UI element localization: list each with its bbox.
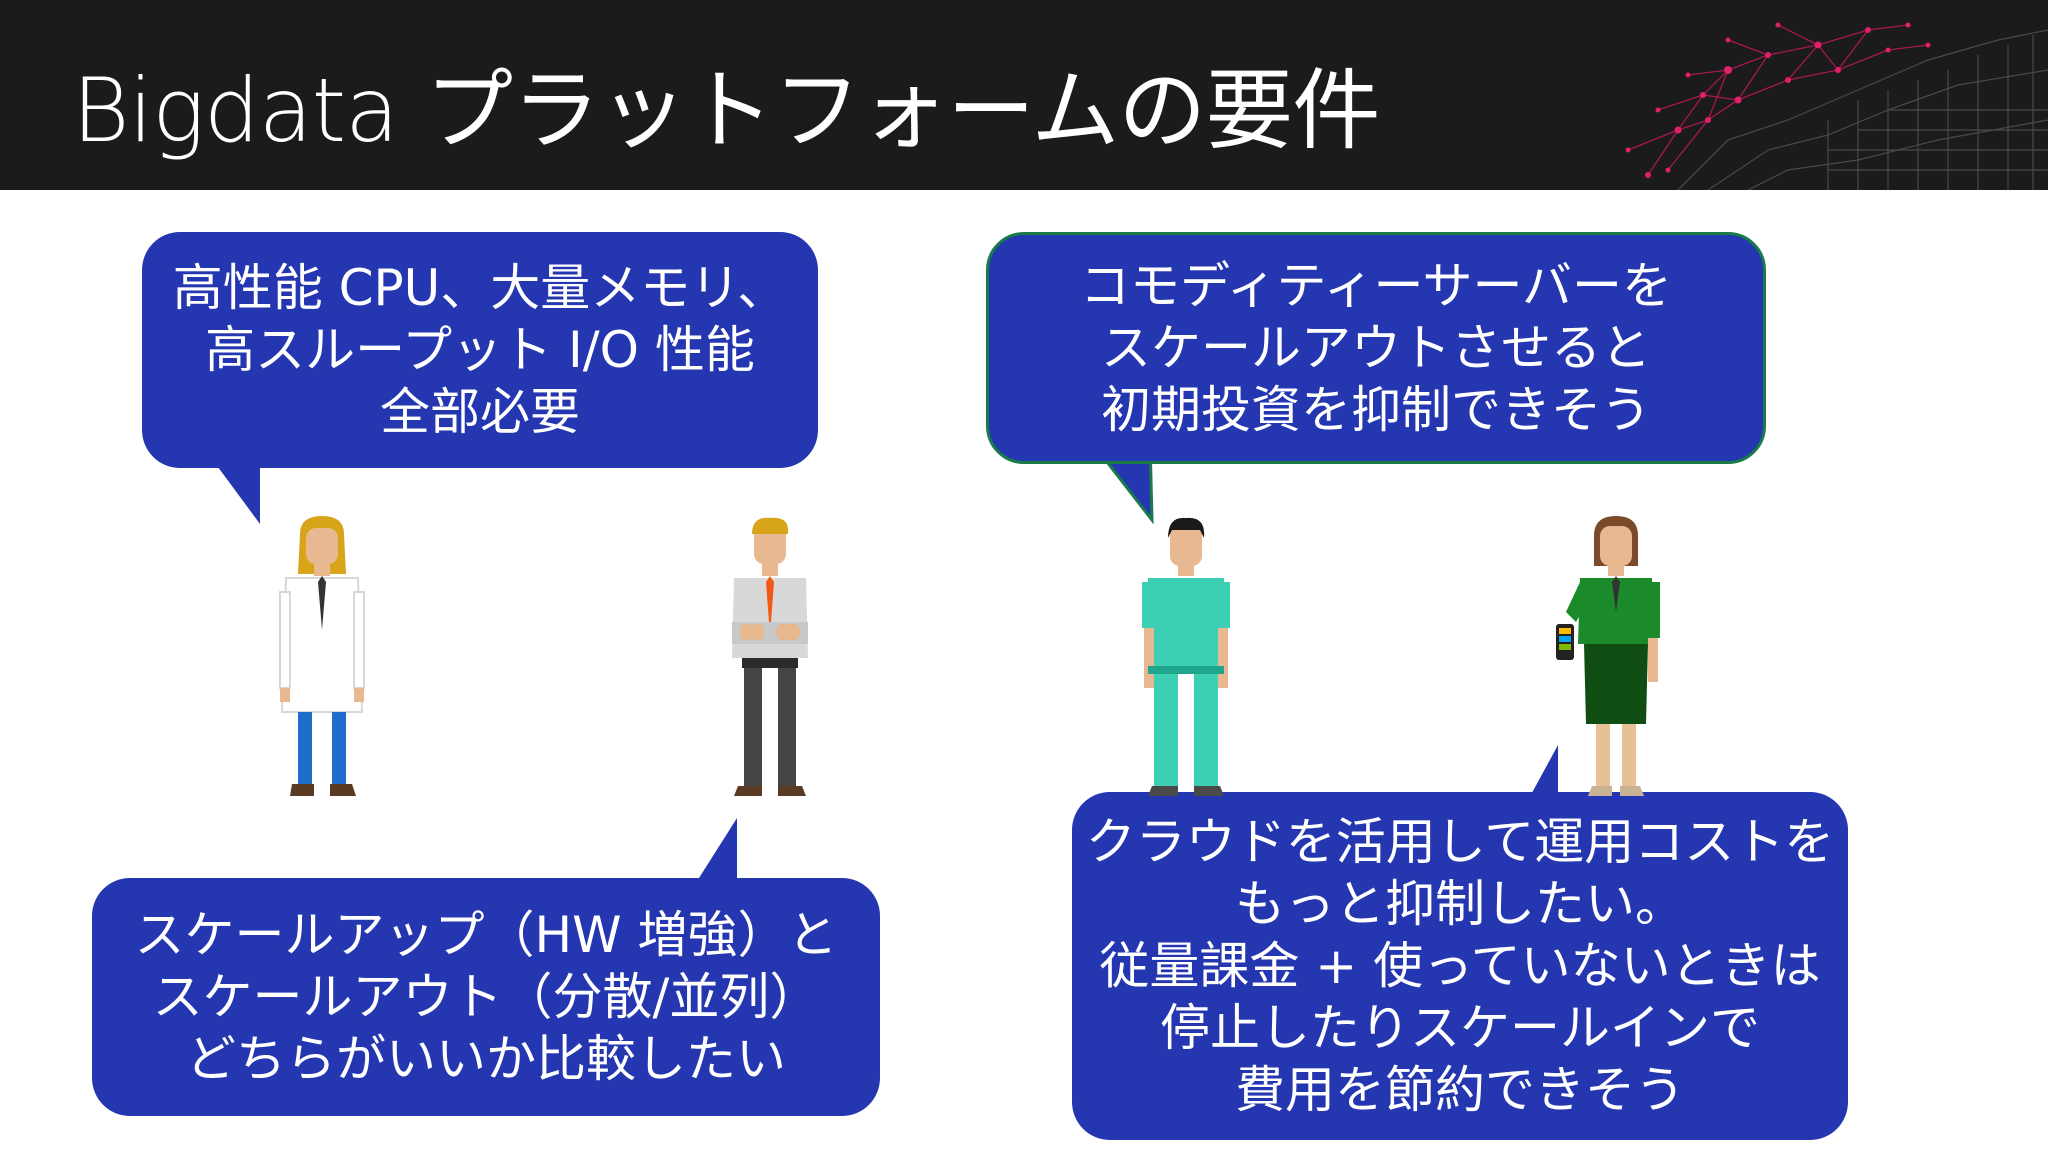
bubble-text-line: 全部必要 [380, 383, 580, 441]
speech-bubble-top-right: コモディティーサーバーを スケールアウトさせると 初期投資を抑制できそう [986, 232, 1766, 464]
it-admin-icon [732, 517, 808, 796]
bubble-text-line: どちらがいいか比較したい [186, 1030, 786, 1088]
speech-bubble-top-left: 高性能 CPU、大量メモリ、 高スループット I/O 性能 全部必要 [142, 232, 818, 468]
engineer-icon [1142, 517, 1230, 796]
bubble-text-line: スケールアップ（HW 増強）と [134, 906, 838, 964]
page-title: Bigdata プラットフォームの要件 [72, 59, 1380, 162]
scientist-icon [279, 516, 365, 796]
bubble-text-line: クラウドを活用して運用コストを [1085, 813, 1835, 871]
speech-bubble-bottom-right: クラウドを活用して運用コストを もっと抑制したい。 従量課金 + 使っていないと… [1072, 792, 1848, 1140]
speech-bubble-bottom-left: スケールアップ（HW 増強）と スケールアウト（分散/並列） どちらがいいか比較… [92, 878, 880, 1116]
bubble-text-line: 停止したりスケールインで [1160, 999, 1760, 1057]
bubble-text-line: 初期投資を抑制できそう [1101, 381, 1651, 439]
business-woman-icon [1556, 516, 1660, 796]
bubble-text-line: 従量課金 + 使っていないときは [1099, 937, 1821, 995]
bubble-text-line: コモディティーサーバーを [1080, 257, 1672, 315]
header-bar: Bigdata プラットフォームの要件 [0, 0, 2048, 190]
bubble-text-line: 高スループット I/O 性能 [205, 321, 755, 379]
bubble-text-line: 高性能 CPU、大量メモリ、 [172, 259, 788, 317]
bubble-text-line: 費用を節約できそう [1235, 1061, 1685, 1119]
network-graphic-icon [1625, 22, 2048, 190]
bubble-text-line: スケールアウトさせると [1101, 319, 1651, 377]
bubble-text-line: もっと抑制したい。 [1235, 875, 1685, 933]
bubble-text-line: スケールアウト（分散/並列） [152, 968, 820, 1026]
